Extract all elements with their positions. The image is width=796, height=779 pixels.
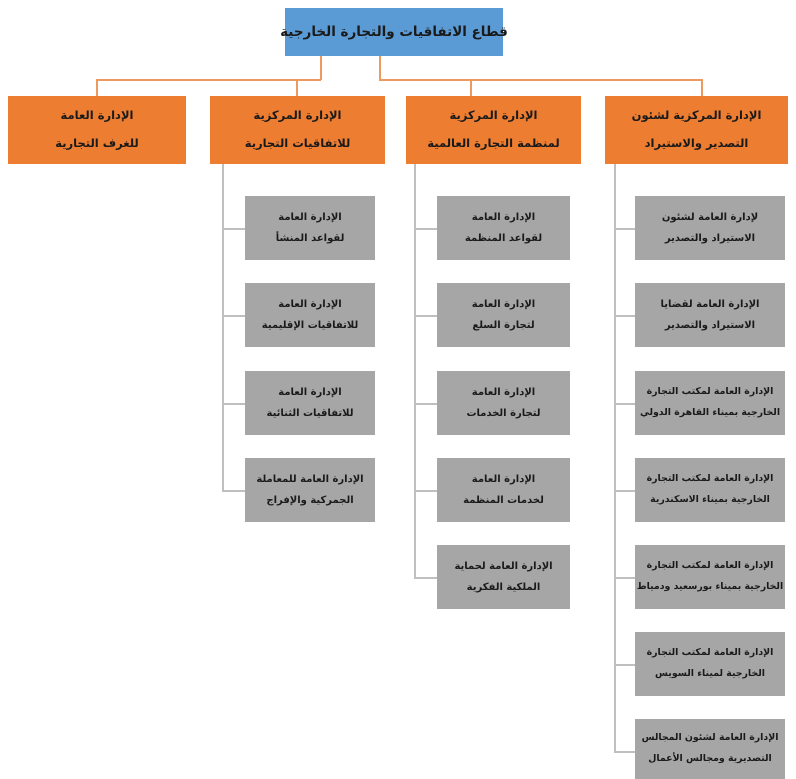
org-node-unit-export-business-councils[interactable]: الإدارة العامة لشئون المجالس التصديرية و… [635, 719, 785, 779]
unit-import-export-affairs-line-1: لإدارة العامة لشئون [661, 211, 759, 223]
unit-wto-services-line-2: لخدمات المنظمة [463, 495, 544, 506]
connector-branch-export-import-7 [614, 751, 635, 753]
unit-alexandria-port-office-line-1: الإدارة العامة لمكتب التجارة [646, 473, 774, 485]
connector-root-to-dept-2 [296, 79, 298, 96]
unit-portsaid-damietta-office-line-1: الإدارة العامة لمكتب التجارة [646, 560, 774, 572]
unit-regional-agreements-line-2: للاتفاقيات الإقليمية [261, 320, 359, 331]
unit-origin-rules-line-1: الإدارة العامة [278, 211, 342, 223]
connector-branch-export-import-5 [614, 577, 635, 579]
org-node-unit-wto-services[interactable]: الإدارة العامة لخدمات المنظمة [437, 458, 570, 522]
connector-branch-export-import-3 [614, 403, 635, 405]
connector-branch-trade-agreements-3 [222, 403, 245, 405]
org-node-unit-cairo-airport-office[interactable]: الإدارة العامة لمكتب التجارة الخارجية بم… [635, 371, 785, 435]
org-node-department-export-import[interactable]: الإدارة المركزية لشئون التصدير والاستيرا… [605, 96, 788, 164]
unit-origin-rules-line-2: لقواعد المنشأ [275, 233, 345, 244]
unit-wto-rules-line-2: لقواعد المنظمة [464, 233, 543, 244]
department-trade-agreements-line-1: الإدارة المركزية [253, 108, 342, 123]
org-node-unit-goods-trade[interactable]: الإدارة العامة لتجارة السلع [437, 283, 570, 347]
org-node-department-trade-agreements[interactable]: الإدارة المركزية للاتفاقيات التجارية [210, 96, 385, 164]
unit-export-business-councils-line-1: الإدارة العامة لشئون المجالس [641, 732, 779, 744]
unit-bilateral-agreements-line-1: الإدارة العامة [278, 386, 342, 398]
unit-cairo-airport-office-line-1: الإدارة العامة لمكتب التجارة [646, 386, 774, 398]
connector-branch-export-import-6 [614, 664, 635, 666]
unit-intellectual-property-line-2: الملكية الفكرية [466, 582, 541, 593]
org-node-unit-bilateral-agreements[interactable]: الإدارة العامة للاتفاقيات الثنائية [245, 371, 375, 435]
unit-suez-port-office-line-2: الخارجية لميناء السويس [655, 668, 765, 679]
connector-branch-export-import-2 [614, 315, 635, 317]
connector-branch-wto-3 [414, 403, 437, 405]
org-node-unit-customs-treatment[interactable]: الإدارة العامة للمعاملة الجمركية والإفرا… [245, 458, 375, 522]
unit-bilateral-agreements-line-2: للاتفاقيات الثنائية [266, 408, 354, 419]
org-node-unit-services-trade[interactable]: الإدارة العامة لتجارة الخدمات [437, 371, 570, 435]
connector-root-to-dept-3 [470, 79, 472, 96]
department-chambers-line-2: للغرف التجارية [55, 136, 139, 150]
connector-root-drop-right [379, 56, 381, 80]
unit-services-trade-line-1: الإدارة العامة [471, 386, 536, 398]
connector-spine-trade-agreements [222, 164, 224, 491]
unit-cairo-airport-office-line-2: الخارجية بميناء القاهرة الدولي [639, 407, 781, 418]
connector-branch-export-import-4 [614, 490, 635, 492]
connector-root-bar-left [96, 79, 321, 81]
org-node-department-wto[interactable]: الإدارة المركزية لمنظمة التجارة العالمية [406, 96, 581, 164]
connector-branch-trade-agreements-2 [222, 315, 245, 317]
department-trade-agreements-line-2: للاتفاقيات التجارية [244, 136, 351, 150]
org-node-unit-wto-rules[interactable]: الإدارة العامة لقواعد المنظمة [437, 196, 570, 260]
unit-import-export-cases-line-2: الاستيراد والتصدير [664, 320, 756, 331]
unit-import-export-affairs-line-2: الاستيراد والتصدير [664, 233, 756, 244]
connector-spine-wto [414, 164, 416, 578]
connector-spine-export-import [614, 164, 616, 752]
org-node-unit-intellectual-property[interactable]: الإدارة العامة لحماية الملكية الفكرية [437, 545, 570, 609]
connector-root-bar-right [379, 79, 702, 81]
unit-wto-services-line-1: الإدارة العامة [471, 473, 536, 485]
unit-customs-treatment-line-2: الجمركية والإفراج [266, 495, 354, 506]
connector-branch-trade-agreements-4 [222, 490, 245, 492]
unit-import-export-cases-line-1: الإدارة العامة لقضايا [660, 298, 760, 310]
org-node-unit-origin-rules[interactable]: الإدارة العامة لقواعد المنشأ [245, 196, 375, 260]
connector-branch-wto-4 [414, 490, 437, 492]
unit-regional-agreements-line-1: الإدارة العامة [278, 298, 342, 310]
org-node-unit-suez-port-office[interactable]: الإدارة العامة لمكتب التجارة الخارجية لم… [635, 632, 785, 696]
org-node-unit-regional-agreements[interactable]: الإدارة العامة للاتفاقيات الإقليمية [245, 283, 375, 347]
unit-alexandria-port-office-line-2: الخارجية بميناء الاسكندرية [650, 494, 770, 505]
unit-wto-rules-line-1: الإدارة العامة [471, 211, 536, 223]
unit-customs-treatment-line-1: الإدارة العامة للمعاملة [256, 473, 364, 485]
unit-export-business-councils-line-2: التصديرية ومجالس الأعمال [648, 753, 772, 764]
org-node-department-chambers[interactable]: الإدارة العامة للغرف التجارية [8, 96, 186, 164]
org-node-unit-import-export-cases[interactable]: الإدارة العامة لقضايا الاستيراد والتصدير [635, 283, 785, 347]
connector-branch-wto-5 [414, 577, 437, 579]
department-wto-line-2: لمنظمة التجارة العالمية [427, 136, 560, 150]
unit-services-trade-line-2: لتجارة الخدمات [466, 408, 541, 419]
department-export-import-line-1: الإدارة المركزية لشئون [631, 108, 762, 123]
org-node-unit-alexandria-port-office[interactable]: الإدارة العامة لمكتب التجارة الخارجية بم… [635, 458, 785, 522]
unit-portsaid-damietta-office-line-2: الخارجية بميناء بورسعيد ودمياط [636, 581, 784, 592]
connector-root-drop-left [320, 56, 322, 80]
unit-goods-trade-line-2: لتجارة السلع [472, 320, 535, 331]
connector-branch-wto-1 [414, 228, 437, 230]
org-node-unit-import-export-affairs[interactable]: لإدارة العامة لشئون الاستيراد والتصدير [635, 196, 785, 260]
org-node-root-line-1: قطاع الاتفاقيات والتجارة الخارجية [280, 23, 508, 40]
department-export-import-line-2: التصدير والاستيراد [644, 136, 749, 150]
connector-branch-wto-2 [414, 315, 437, 317]
org-node-root[interactable]: قطاع الاتفاقيات والتجارة الخارجية [280, 8, 508, 56]
department-wto-line-1: الإدارة المركزية [449, 108, 538, 123]
unit-suez-port-office-line-1: الإدارة العامة لمكتب التجارة [646, 647, 774, 659]
department-chambers-line-1: الإدارة العامة [60, 108, 134, 123]
connector-branch-export-import-1 [614, 228, 635, 230]
connector-root-to-dept-4 [701, 79, 703, 96]
connector-branch-trade-agreements-1 [222, 228, 245, 230]
org-node-unit-portsaid-damietta-office[interactable]: الإدارة العامة لمكتب التجارة الخارجية بم… [635, 545, 785, 609]
unit-goods-trade-line-1: الإدارة العامة [471, 298, 536, 310]
unit-intellectual-property-line-1: الإدارة العامة لحماية [454, 560, 553, 572]
connector-root-to-dept-1 [96, 79, 98, 96]
